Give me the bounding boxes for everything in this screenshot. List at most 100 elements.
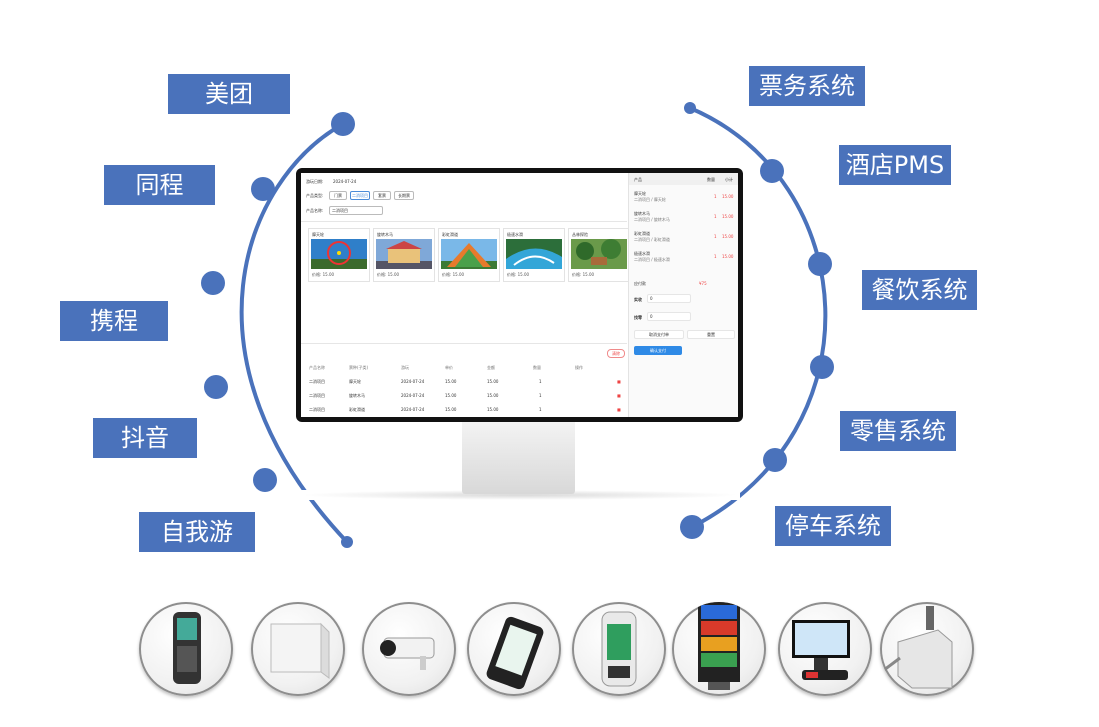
date-label: 游玩日期:: [306, 179, 324, 184]
right-arc: [689, 106, 828, 529]
divider: [301, 221, 627, 222]
cell-amount: 15.00: [487, 393, 499, 398]
slide-image: [441, 239, 497, 269]
total-value: ¥75: [699, 281, 707, 286]
label-douyin: 抖音: [93, 418, 197, 458]
monitor-shadow: [300, 490, 740, 500]
order-header: 产品 数量 小计: [629, 173, 738, 185]
order-col-qty: 数量: [707, 177, 715, 182]
label-catering: 餐饮系统: [862, 270, 977, 310]
table-header: 产品名称 票种(子类) 游玩 单价 金额 数量 操作: [309, 365, 629, 373]
cell-name: 二消项目: [309, 393, 325, 398]
col-header: 金额: [487, 365, 495, 370]
order-item-subtotal: 15.00: [722, 254, 734, 259]
cell-qty[interactable]: 1: [539, 393, 542, 398]
delete-icon[interactable]: ■: [617, 393, 621, 398]
cell-sub: 摩天轮: [349, 379, 361, 384]
order-item-name: 彩虹滑道: [634, 231, 650, 236]
label-meituan: 美团: [168, 74, 290, 114]
label-ticketing: 票务系统: [749, 66, 865, 106]
col-header: 数量: [533, 365, 541, 370]
pay-button[interactable]: 确认支付: [634, 346, 682, 355]
card-title: 丛林探险: [572, 232, 588, 237]
order-item-qty: 1: [714, 234, 717, 239]
connection-arcs: [201, 102, 834, 548]
camera-icon: [380, 637, 435, 670]
turnstile-gate: [880, 602, 974, 696]
node-right-2: [760, 159, 784, 183]
change-label: 找零: [634, 315, 642, 320]
clear-button[interactable]: 清除: [607, 349, 625, 358]
order-col-product: 产品: [634, 177, 642, 182]
cell-date: 2024-07-24: [401, 393, 425, 398]
cell-amount: 15.00: [487, 407, 499, 412]
gateway-box-icon: [270, 622, 330, 679]
card-title: 彩虹滑道: [442, 232, 458, 237]
col-header: 操作: [575, 365, 583, 370]
table-row: 二消项目 摩天轮 2024-07-24 15.00 15.00 1 ■: [309, 379, 629, 387]
cell-date: 2024-07-24: [401, 379, 425, 384]
order-item-subtotal: 15.00: [722, 214, 734, 219]
order-item-qty: 1: [714, 194, 717, 199]
change-input[interactable]: 0: [647, 312, 691, 321]
node-right-6: [680, 515, 704, 539]
product-card[interactable]: 摩天轮 价格: 15.00: [308, 228, 370, 282]
name-select[interactable]: 二消项目: [329, 206, 383, 215]
cancel-button[interactable]: 取消支付单: [634, 330, 684, 339]
pos-terminal: [778, 602, 872, 696]
card-price: 价格: 15.00: [572, 272, 595, 277]
order-col-subtotal: 小计: [725, 177, 733, 182]
order-item-sub: 二消项目 / 极速水滑: [634, 257, 670, 262]
paid-input[interactable]: 0: [647, 294, 691, 303]
node-left-4: [204, 375, 228, 399]
cell-qty[interactable]: 1: [539, 379, 542, 384]
label-ziwoyou: 自我游: [139, 512, 255, 552]
card-price: 价格: 15.00: [377, 272, 400, 277]
product-card[interactable]: 极速水滑 价格: 15.00: [503, 228, 565, 282]
name-label: 产品名称:: [306, 208, 324, 213]
handheld-scanner-icon: [173, 612, 201, 684]
cell-price: 15.00: [445, 407, 457, 412]
cell-price: 15.00: [445, 393, 457, 398]
cell-sub: 彩虹滑道: [349, 407, 365, 412]
cell-qty[interactable]: 1: [539, 407, 542, 412]
node-right-3: [808, 252, 832, 276]
order-item-subtotal: 15.00: [722, 234, 734, 239]
cell-name: 二消项目: [309, 407, 325, 412]
node-left-1: [331, 112, 355, 136]
product-card[interactable]: 彩虹滑道 价格: 15.00: [438, 228, 500, 282]
kiosk: [672, 602, 766, 696]
product-card[interactable]: 旋转木马 价格: 15.00: [373, 228, 435, 282]
divider: [301, 343, 627, 344]
order-item-sub: 二消项目 / 旋转木马: [634, 217, 670, 222]
delete-icon[interactable]: ■: [617, 379, 621, 384]
payment-terminal-icon: [601, 611, 637, 687]
kiosk-icon: [698, 602, 740, 690]
col-header: 单价: [445, 365, 453, 370]
order-item-qty: 1: [714, 254, 717, 259]
handheld-scanner: [139, 602, 233, 696]
monitor-screen: 游玩日期: 2024-07-24 产品类型: 门票 二消项目 套票 长期票 产品…: [301, 173, 738, 417]
payment-terminal: [572, 602, 666, 696]
node-left-5: [253, 468, 277, 492]
node-right-4: [810, 355, 834, 379]
delete-icon[interactable]: ■: [617, 407, 621, 412]
turnstile-icon: [883, 606, 953, 689]
tab-package[interactable]: 套票: [373, 191, 391, 200]
card-title: 旋转木马: [377, 232, 393, 237]
cell-price: 15.00: [445, 379, 457, 384]
tab-ticket[interactable]: 门票: [329, 191, 347, 200]
node-right-1: [684, 102, 696, 114]
carousel-image: [376, 239, 432, 269]
product-card[interactable]: 丛林探险 价格: 15.00: [568, 228, 630, 282]
tab-long-term[interactable]: 长期票: [394, 191, 414, 200]
col-header: 游玩: [401, 365, 409, 370]
reset-button[interactable]: 重置: [687, 330, 735, 339]
ferris-wheel-image: [311, 239, 367, 269]
cell-sub: 旋转木马: [349, 393, 365, 398]
card-price: 价格: 15.00: [312, 272, 335, 277]
left-arc: [239, 122, 349, 544]
monitor-stand: [462, 422, 575, 494]
date-value[interactable]: 2024-07-24: [333, 179, 357, 184]
tab-secondary[interactable]: 二消项目: [350, 191, 370, 200]
